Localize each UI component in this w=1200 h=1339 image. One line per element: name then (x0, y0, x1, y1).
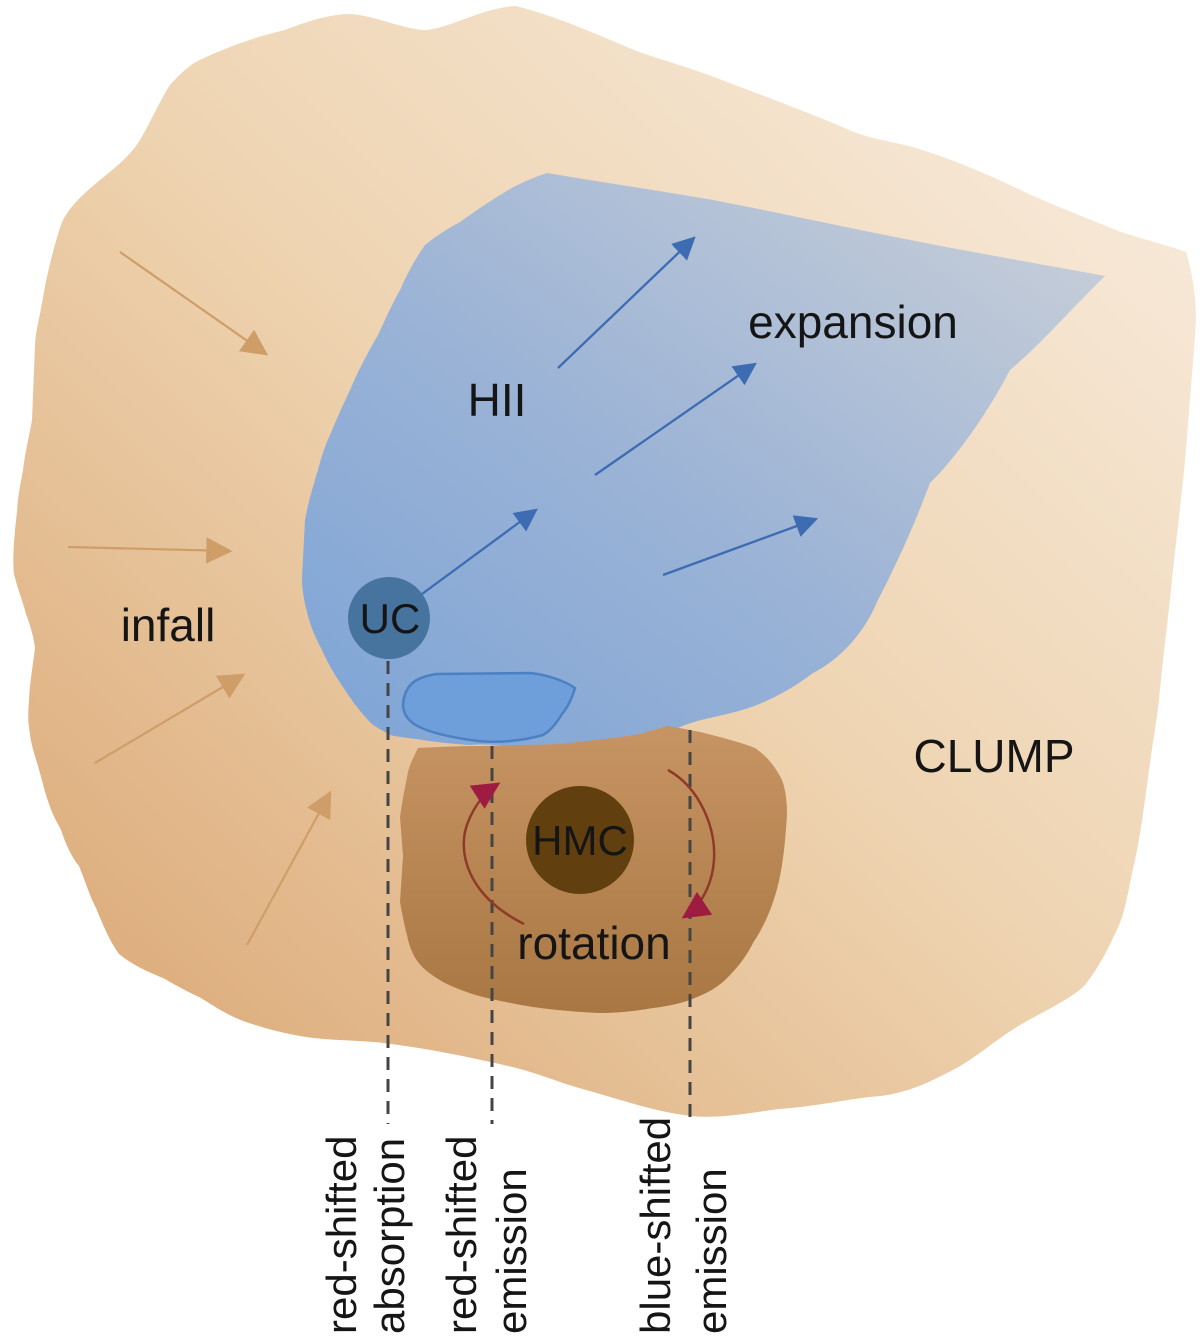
infall-arrow-left (67, 537, 233, 564)
expansion-arrow-group (421, 236, 819, 595)
clump-label: CLUMP (913, 730, 1074, 782)
spectral-label-blue-emission-line2: emission (688, 1168, 735, 1334)
hmc-core-circle (526, 786, 634, 894)
rotation-arrow-right (667, 768, 716, 919)
spectral-label-absorption-line1: red-shifted (318, 1136, 365, 1334)
accretion-disk-blob (401, 671, 577, 743)
spectral-labels-group: red-shifted absorption red-shifted emiss… (318, 1117, 735, 1334)
spectral-label-absorption-line2: absorption (366, 1138, 413, 1334)
spectral-label-red-emission-line2: emission (488, 1168, 535, 1334)
hii-region (302, 173, 1105, 747)
rotation-arrow-left (462, 782, 525, 926)
expansion-arrow-2 (594, 362, 757, 476)
hmc-label: HMC (532, 817, 628, 864)
spectral-label-red-emission-line1: red-shifted (438, 1136, 485, 1334)
sightline-group (386, 661, 692, 1124)
uc-hii-circle (348, 577, 430, 659)
rotation-arrow-group (462, 768, 716, 926)
expansion-arrow-4 (662, 515, 819, 577)
rotation-label: rotation (517, 917, 670, 969)
expansion-arrow-3 (421, 508, 538, 595)
infall-arrow-group (67, 251, 332, 946)
hii-label: HII (468, 374, 527, 426)
infall-arrow-bottom-left (94, 673, 246, 764)
spectral-label-blue-emission-line1: blue-shifted (632, 1117, 679, 1334)
uc-label: UC (360, 595, 421, 642)
infall-label: infall (121, 599, 216, 651)
infall-arrow-bottom (246, 790, 332, 946)
expansion-arrow-1 (557, 236, 696, 369)
expansion-label: expansion (748, 296, 958, 348)
infall-arrow-top-left (119, 251, 269, 356)
